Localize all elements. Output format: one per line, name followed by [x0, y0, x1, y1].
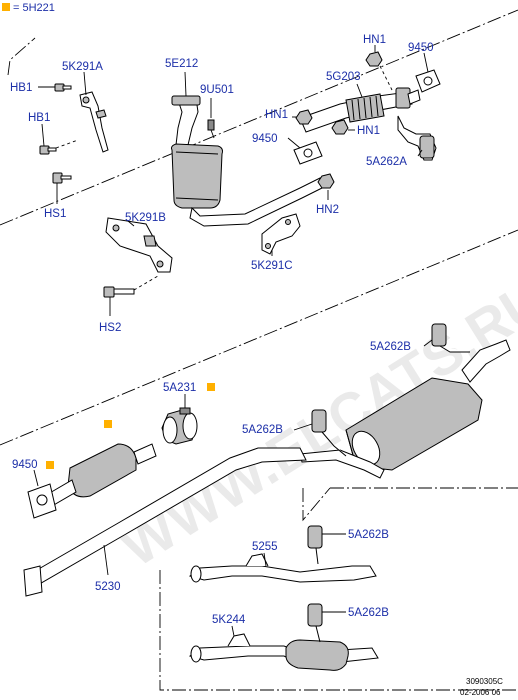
leader-9450-mid	[287, 137, 301, 149]
label-5a231: 5A231	[163, 382, 196, 394]
bolt-hb1-top	[54, 83, 72, 92]
label-hn1-top: HN1	[363, 34, 386, 46]
label-5k244: 5K244	[212, 614, 246, 626]
label-5230: 5230	[95, 581, 121, 593]
leader-5k244	[231, 625, 235, 637]
gasket-9450-mid	[293, 141, 323, 165]
separator-diag-1	[0, 9, 518, 226]
insulator-5a262b-1	[431, 323, 470, 353]
insulator-5a262b-2	[311, 409, 347, 457]
stud-hs2	[103, 286, 135, 298]
label-9450-top: 9450	[408, 42, 434, 54]
leader-5a262b-1	[423, 339, 433, 347]
leader-5e212	[184, 71, 187, 97]
insulator-5a262b-3	[307, 525, 323, 565]
pipe-5230	[23, 447, 307, 597]
leader-5k291b	[127, 220, 135, 227]
insulator-5a262b-4	[307, 603, 323, 643]
pipe-5k244	[188, 633, 379, 671]
downpipe-5e212	[171, 95, 333, 227]
label-5a262a: 5A262A	[366, 156, 407, 168]
clamp-5a231	[161, 407, 198, 445]
label-hn1-left: HN1	[265, 109, 288, 121]
legend-marker	[2, 3, 10, 11]
bolt-hb1-mid	[39, 145, 57, 155]
pipe-5255	[188, 553, 377, 583]
leader-hs2-dash	[133, 275, 159, 291]
label-hn1-right: HN1	[357, 125, 380, 137]
label-hb1-top: HB1	[10, 82, 32, 94]
label-hs2: HS2	[99, 322, 121, 334]
bracket-5k291b	[105, 217, 173, 273]
bracket-5k291c	[261, 213, 301, 255]
label-9u501: 9U501	[200, 84, 234, 96]
leader-hb1-dash	[55, 139, 79, 149]
label-5a262b-3: 5A262B	[348, 529, 389, 541]
nut-hn2	[317, 173, 335, 189]
separator-bottom-left	[159, 570, 518, 691]
leader-5a262b-2	[293, 423, 313, 431]
label-hb1-mid: HB1	[28, 112, 50, 124]
label-5k291c: 5K291C	[251, 260, 293, 272]
gasket-9450-low	[27, 483, 57, 519]
label-hn2: HN2	[316, 204, 339, 216]
label-5a262b-4: 5A262B	[348, 607, 389, 619]
rear-muffler	[299, 339, 511, 479]
marker-5a231	[207, 383, 215, 391]
label-5a262b-2: 5A262B	[242, 424, 283, 436]
stud-hs1	[52, 172, 72, 184]
nut-hn1-left	[295, 109, 313, 125]
footer-code: 3090305C	[466, 677, 503, 686]
legend-text: = 5H221	[13, 2, 55, 14]
leader-9450-top	[423, 52, 429, 73]
label-5a262b-1: 5A262B	[370, 341, 411, 353]
label-9450-mid: 9450	[252, 133, 278, 145]
insulator-5a262a	[397, 115, 437, 161]
leader-9450-low	[33, 469, 39, 487]
leader-5g203	[356, 83, 363, 98]
leader-hn1-top-dash	[379, 65, 393, 91]
sensor-9u501	[207, 119, 215, 139]
label-5e212: 5E212	[165, 58, 198, 70]
separator-right-vertical	[302, 487, 331, 522]
nut-hn1-right	[331, 119, 349, 135]
marker-catalyst	[104, 420, 112, 428]
label-hs1: HS1	[44, 208, 66, 220]
leader-5230	[103, 544, 109, 576]
hanger-5k291a	[79, 91, 109, 153]
label-5g203: 5G203	[326, 71, 361, 83]
leader-hb1-mid	[41, 123, 45, 147]
separator-diag-2	[0, 229, 518, 446]
intermediate-catalyst	[47, 443, 157, 507]
label-5k291a: 5K291A	[62, 61, 103, 73]
label-5k291b: 5K291B	[125, 212, 166, 224]
footer-date: 02-2006 06	[460, 688, 501, 697]
marker-9450-low	[46, 461, 54, 469]
label-9450-low: 9450	[12, 459, 38, 471]
leader-5255	[263, 552, 267, 567]
separator-upper	[7, 37, 36, 76]
front-pipe-5g203	[299, 87, 421, 133]
label-5255: 5255	[252, 541, 278, 553]
leader-5a262a	[417, 149, 423, 157]
gasket-9450-top	[415, 69, 441, 93]
nut-hn1-top	[365, 51, 383, 67]
leader-5k291a	[83, 71, 87, 96]
